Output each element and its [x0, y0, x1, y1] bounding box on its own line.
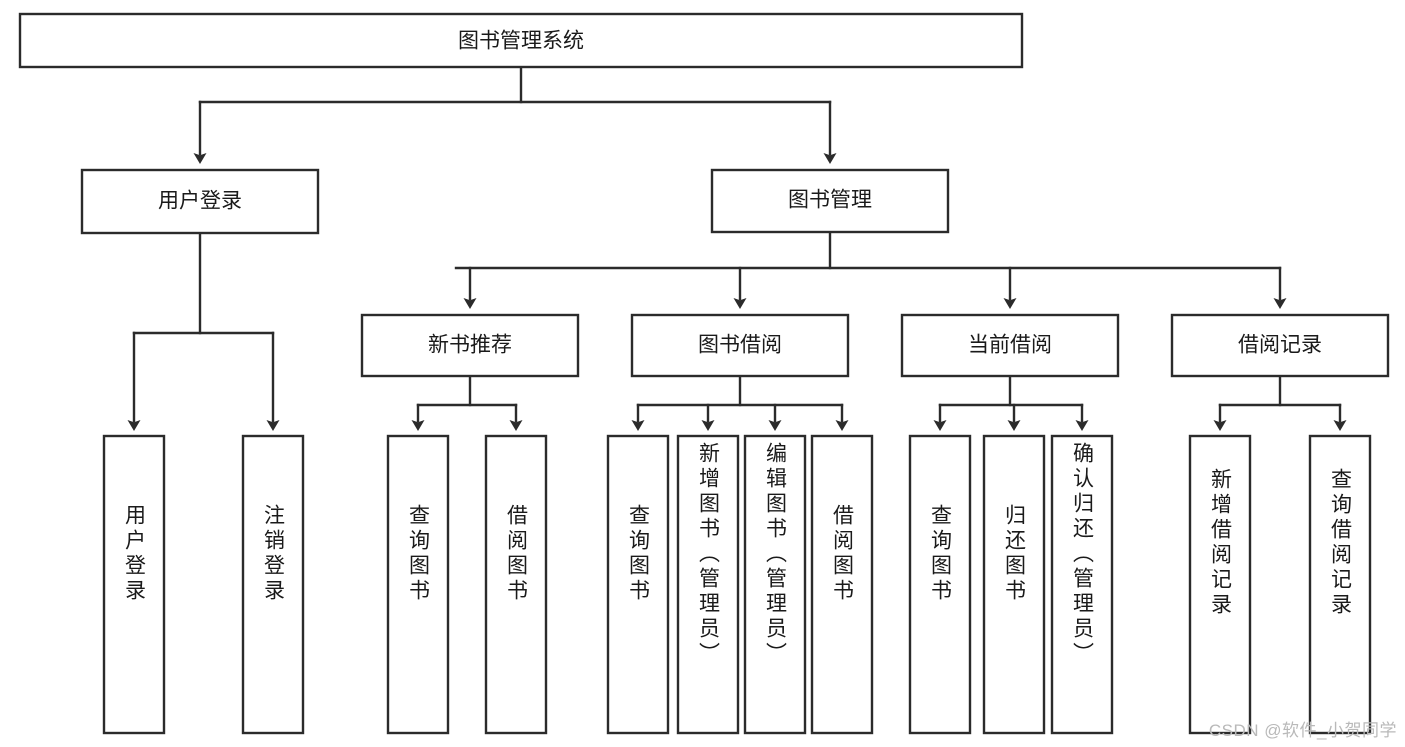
leaf-box-borrow-book-1[interactable]: [484, 434, 548, 735]
node-current-borrow-box[interactable]: [900, 313, 1120, 378]
leaf-box-user-login[interactable]: [102, 434, 166, 735]
connector-group-borrow-record: [1213, 374, 1347, 431]
node-user-login-label: 用户登录: [158, 190, 242, 213]
node-book-manage-label: 图书管理: [788, 189, 872, 212]
connector-group-current-borrow: [933, 374, 1089, 431]
leaf-box-edit-book[interactable]: [743, 434, 807, 735]
leaf-box-query-record[interactable]: [1308, 434, 1372, 735]
node-root-box[interactable]: [18, 12, 1024, 69]
node-book-manage[interactable]: 图书管理: [710, 168, 950, 234]
node-borrow-record[interactable]: 借阅记录: [1170, 313, 1390, 378]
node-current-borrow[interactable]: 当前借阅: [900, 313, 1120, 378]
node-new-book-recommend-label: 新书推荐: [428, 334, 512, 357]
node-user-login[interactable]: 用户登录: [80, 168, 320, 235]
node-borrow-record-box[interactable]: [1170, 313, 1390, 378]
leaf-box-add-book[interactable]: [676, 434, 740, 735]
node-book-borrow[interactable]: 图书借阅: [630, 313, 850, 378]
node-user-login-box[interactable]: [80, 168, 320, 235]
node-book-borrow-label: 图书借阅: [698, 334, 782, 357]
leaf-box-add-record[interactable]: [1188, 434, 1252, 735]
node-root[interactable]: 图书管理系统: [18, 12, 1024, 69]
leaf-box-query-book-2[interactable]: [606, 434, 670, 735]
node-borrow-record-label: 借阅记录: [1238, 334, 1322, 357]
leaf-box-confirm-return[interactable]: [1050, 434, 1114, 735]
node-current-borrow-label: 当前借阅: [968, 334, 1052, 357]
node-new-book-recommend[interactable]: 新书推荐: [360, 313, 580, 378]
leaf-box-group: [102, 434, 1372, 735]
connector-group-new-book-recommend: [411, 374, 523, 431]
connector-group-root: [193, 65, 837, 164]
node-root-label: 图书管理系统: [458, 30, 584, 53]
leaf-box-user-logout[interactable]: [241, 434, 305, 735]
node-book-manage-box[interactable]: [710, 168, 950, 234]
leaf-box-borrow-book-2[interactable]: [810, 434, 874, 735]
leaf-box-query-book-1[interactable]: [386, 434, 450, 735]
connector-group-user-login: [127, 231, 280, 431]
csdn-watermark: CSDN @软件_小贺同学: [1208, 721, 1397, 740]
node-new-book-recommend-box[interactable]: [360, 313, 580, 378]
connector-group-book-manage: [454, 230, 1287, 309]
node-book-borrow-box[interactable]: [630, 313, 850, 378]
leaf-box-return-book[interactable]: [982, 434, 1046, 735]
leaf-box-query-book-3[interactable]: [908, 434, 972, 735]
connector-group-book-borrow: [631, 374, 849, 431]
